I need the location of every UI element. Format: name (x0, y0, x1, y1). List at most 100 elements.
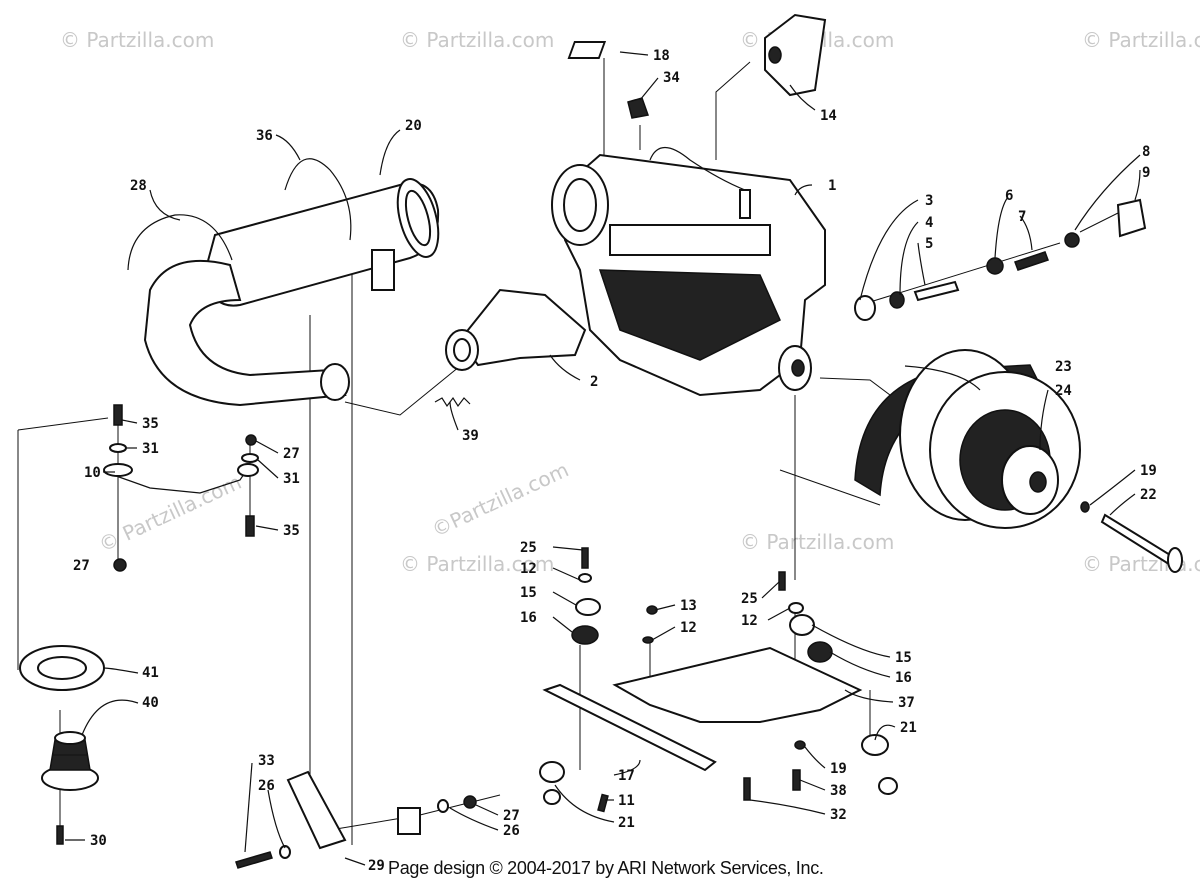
callout-31a: 31 (142, 441, 159, 457)
callout-41: 41 (142, 665, 159, 681)
callout-labels: 1 2 3 4 5 6 7 8 9 10 11 12 12 12 13 14 1… (73, 48, 1157, 874)
watermark: © Partzilla.com (400, 28, 555, 52)
callout-1: 1 (828, 178, 836, 194)
callout-33: 33 (258, 753, 275, 769)
callout-19a: 19 (830, 761, 847, 777)
part-22-bolt (1100, 513, 1183, 573)
part-7-stud (1014, 251, 1049, 271)
part-19-washer (794, 740, 806, 750)
part-33-bolt (235, 851, 273, 869)
callout-3: 3 (925, 193, 933, 209)
part-14-bracket (764, 13, 827, 97)
callout-15b: 15 (895, 650, 912, 666)
assembly-lines (17, 58, 1121, 845)
part-28-spring (127, 214, 233, 271)
callout-40: 40 (142, 695, 159, 711)
callout-7: 7 (1018, 209, 1026, 225)
callout-27a: 27 (283, 446, 300, 462)
callout-27c: 27 (503, 808, 520, 824)
part-20-muffler (203, 178, 440, 307)
callout-39: 39 (462, 428, 479, 444)
callout-25a: 25 (520, 540, 537, 556)
callout-11: 11 (618, 793, 635, 809)
callout-26a: 26 (258, 778, 275, 794)
callout-38: 38 (830, 783, 847, 799)
watermark: © Partzilla.com (400, 552, 555, 576)
copyright-footer: Page design © 2004-2017 by ARI Network S… (388, 858, 824, 878)
part-26-washer (279, 799, 449, 859)
callout-26b: 26 (503, 823, 520, 839)
callout-36: 36 (256, 128, 273, 144)
exhaust-pipe (143, 259, 350, 407)
part-25-bolt (581, 547, 786, 591)
part-35-bolt (113, 404, 123, 426)
callout-24: 24 (1055, 383, 1072, 399)
callout-16a: 16 (520, 610, 537, 626)
callout-17: 17 (618, 768, 635, 784)
callout-12a: 12 (520, 561, 537, 577)
callout-12b: 12 (680, 620, 697, 636)
part-11-bolt (597, 793, 609, 813)
callout-22: 22 (1140, 487, 1157, 503)
callout-4: 4 (925, 215, 933, 231)
part-30-fitting (56, 825, 64, 845)
part-31-washer (109, 443, 259, 463)
callout-14: 14 (820, 108, 837, 124)
callout-10: 10 (84, 465, 101, 481)
part-29-heat-shield (286, 770, 347, 850)
callout-19b: 19 (1140, 463, 1157, 479)
callout-31b: 31 (283, 471, 300, 487)
part-9-bracket (1116, 198, 1147, 238)
callout-23: 23 (1055, 359, 1072, 375)
part-21-foot (539, 734, 898, 805)
part-32-bolt (743, 777, 751, 801)
callout-12c: 12 (741, 613, 758, 629)
callout-21a: 21 (618, 815, 635, 831)
part-23-belt (854, 364, 1042, 497)
part-39-spring (434, 396, 471, 408)
callout-20: 20 (405, 118, 422, 134)
part-36-spring (284, 158, 352, 241)
callout-29: 29 (368, 858, 385, 874)
part-40-boot (41, 731, 99, 791)
callout-30: 30 (90, 833, 107, 849)
callout-37: 37 (898, 695, 915, 711)
watermark: © Partzilla.com (740, 530, 895, 554)
part-19-washer (1080, 501, 1090, 513)
bracket (397, 807, 421, 835)
callout-27b: 27 (73, 558, 90, 574)
callout-6: 6 (1005, 188, 1013, 204)
part-24-drive-clutch (899, 349, 1081, 529)
part-16-mount (571, 625, 833, 663)
part-6-nut (986, 257, 1004, 275)
callout-25b: 25 (741, 591, 758, 607)
part-27-nut (113, 434, 477, 809)
callout-34: 34 (663, 70, 680, 86)
callout-8: 8 (1142, 144, 1150, 160)
callout-28: 28 (130, 178, 147, 194)
part-17-rail (542, 683, 717, 772)
part-35-bolt (245, 515, 255, 537)
part-3-knob (854, 295, 876, 321)
part-2-manifold (445, 288, 587, 371)
part-34-clip (627, 97, 649, 119)
part-10-bracket (103, 463, 259, 494)
callout-15a: 15 (520, 585, 537, 601)
part-5-rod (913, 280, 960, 302)
watermark: © Partzilla.com (1082, 28, 1200, 52)
callout-35a: 35 (142, 416, 159, 432)
part-37-mount-plate (612, 646, 863, 723)
callout-18: 18 (653, 48, 670, 64)
watermark: © Partzilla.com (60, 28, 215, 52)
callout-35b: 35 (283, 523, 300, 539)
callout-5: 5 (925, 236, 933, 252)
part-38-bolt (792, 769, 801, 791)
callout-2: 2 (590, 374, 598, 390)
part-18-decal (567, 41, 607, 59)
part-4-washer (889, 291, 905, 309)
part-15-mount (575, 598, 815, 636)
leader-lines (65, 51, 1141, 866)
part-41-seal-ring (19, 645, 105, 691)
callout-21b: 21 (900, 720, 917, 736)
